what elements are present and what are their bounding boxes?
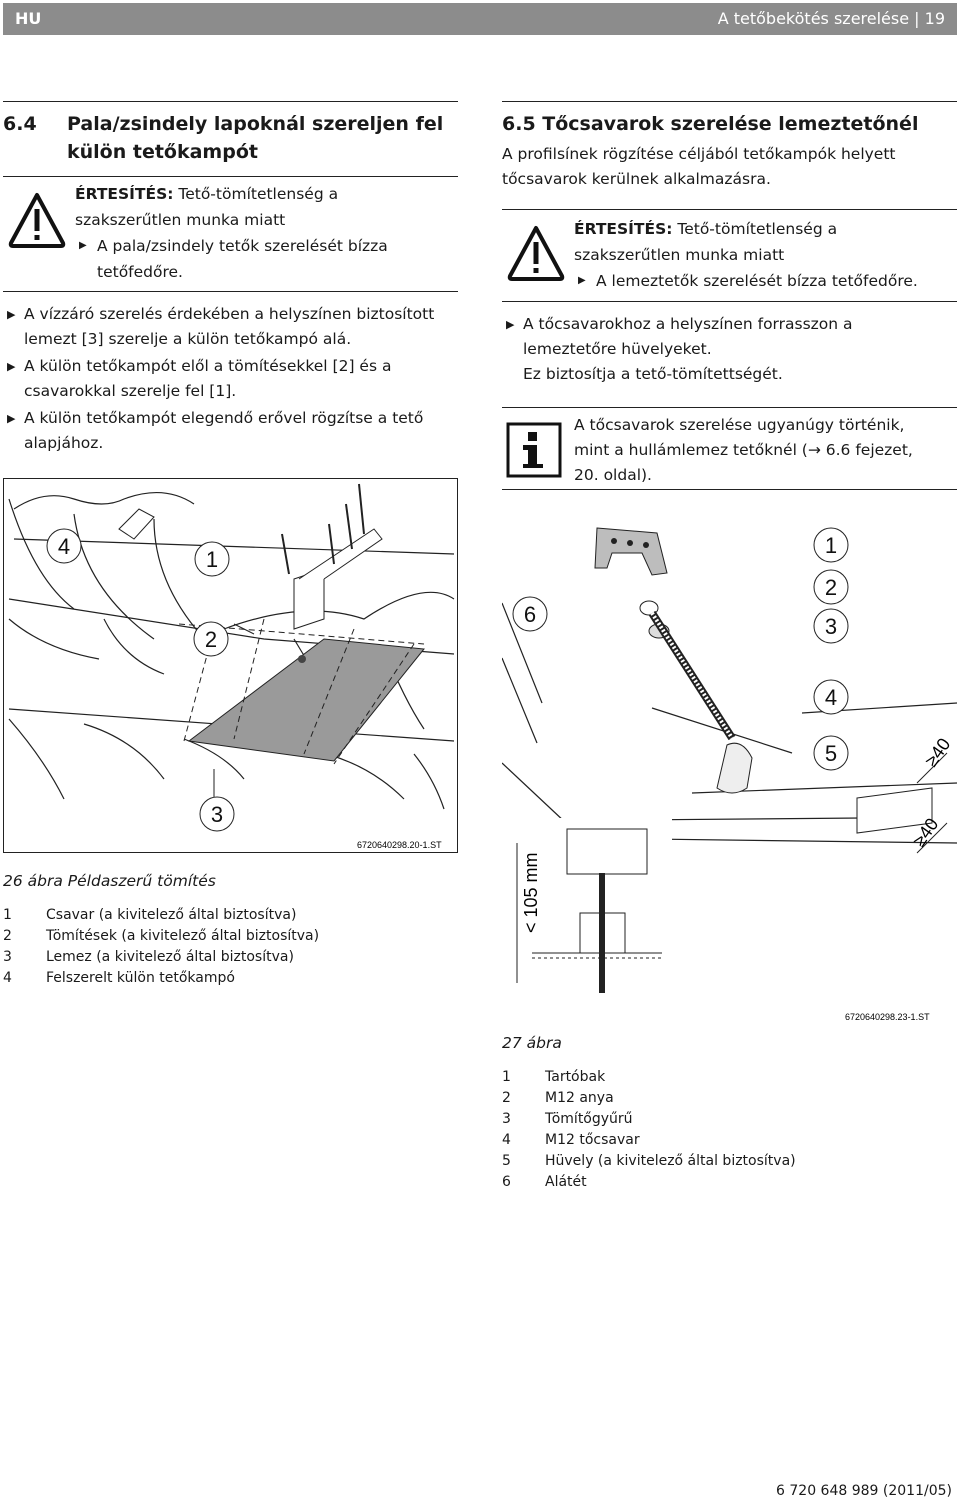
bullet-arrow-icon: ▶ [7,308,16,321]
instruction-bullet-2: ▶ A külön tetőkampót elől a tömítésekkel… [3,354,458,404]
page-header: HU A tetőbekötés szerelése | 19 [3,3,957,35]
figure-27-stud-bolt-illustration: ≥40 ≥40 < 105 mm 1 2 3 6 4 5 6720640298.… [502,513,957,1023]
section-heading-6-4: 6.4 [3,113,37,135]
warning-triangle-icon [8,193,66,248]
dimension-105mm: < 105 mm [521,852,541,933]
info-box: A tőcsavarok szerelése ugyanúgy történik… [502,407,957,490]
notice-label: ÉRTESÍTÉS: [574,220,673,238]
notice-box: ÉRTESÍTÉS: Tető-tömítetlenség a szakszer… [502,209,957,302]
notice-bullet: ▶ A pala/zsindely tetők szerelését bízza… [75,233,455,285]
bullet-arrow-icon: ▶ [7,360,16,373]
divider [3,101,458,102]
section-heading-6-5: 6.5 Tőcsavarok szerelése lemeztetőnél [502,113,919,135]
callout-2: 2 [825,575,837,600]
notice-box: ÉRTESÍTÉS: Tető-tömítetlenség a szakszer… [3,176,458,292]
dimension-40-top: ≥40 [921,734,955,770]
callout-4: 4 [58,534,70,559]
callout-2: 2 [205,627,217,652]
warning-triangle-icon [507,226,565,281]
figure-code: 6720640298.20-1.ST [357,840,442,850]
bullet-arrow-icon: ▶ [7,412,16,425]
stud-bolt-drawing: ≥40 ≥40 < 105 mm 1 2 3 6 4 5 6720640298.… [502,527,957,1022]
instruction-bullet-3: ▶ A külön tetőkampót elegendő erővel rög… [3,406,458,456]
notice-label: ÉRTESÍTÉS: [75,185,174,203]
figure-26-roof-hook-illustration: 4 1 2 3 6720640298.20-1.ST [3,478,458,853]
callout-1: 1 [825,533,837,558]
callout-4: 4 [825,685,837,710]
section-heading-6-4-title: Pala/zsindely lapoknál szereljen fel kül… [67,113,444,163]
callout-5: 5 [825,741,837,766]
callout-3: 3 [825,614,837,639]
instruction-bullet: ▶ A tőcsavarokhoz a helyszínen forrasszo… [502,312,957,387]
roof-hook-drawing: 4 1 2 3 6720640298.20-1.ST [8,483,455,850]
notice-bullet: ▶ A lemeztetők szerelését bízza tetőfedő… [574,268,954,294]
bullet-arrow-icon: ▶ [506,318,515,331]
callout-3: 3 [211,802,223,827]
page-footer: 6 720 648 989 (2011/05) [776,1483,952,1499]
header-title: A tetőbekötés szerelése | 19 [717,9,945,28]
language-label: HU [15,9,42,28]
bullet-arrow-icon: ▶ [578,275,586,286]
instruction-bullet-1: ▶ A vízzáró szerelés érdekében a helyszí… [3,302,458,352]
notice-text: ÉRTESÍTÉS: Tető-tömítetlenség a szakszer… [75,181,455,285]
callout-1: 1 [206,547,218,572]
figure-27-caption: 27 ábra [502,1034,562,1052]
figure-code: 6720640298.23-1.ST [845,1012,930,1022]
divider [502,101,957,102]
info-text: A tőcsavarok szerelése ugyanúgy történik… [574,416,913,484]
notice-text: ÉRTESÍTÉS: Tető-tömítetlenség a szakszer… [574,216,954,294]
bullet-arrow-icon: ▶ [79,240,87,251]
figure-26-caption: 26 ábra Példaszerű tömítés [3,872,216,890]
info-icon [506,422,562,478]
section-intro: A profilsínek rögzítése céljából tetőkam… [502,145,896,188]
callout-6: 6 [524,602,536,627]
